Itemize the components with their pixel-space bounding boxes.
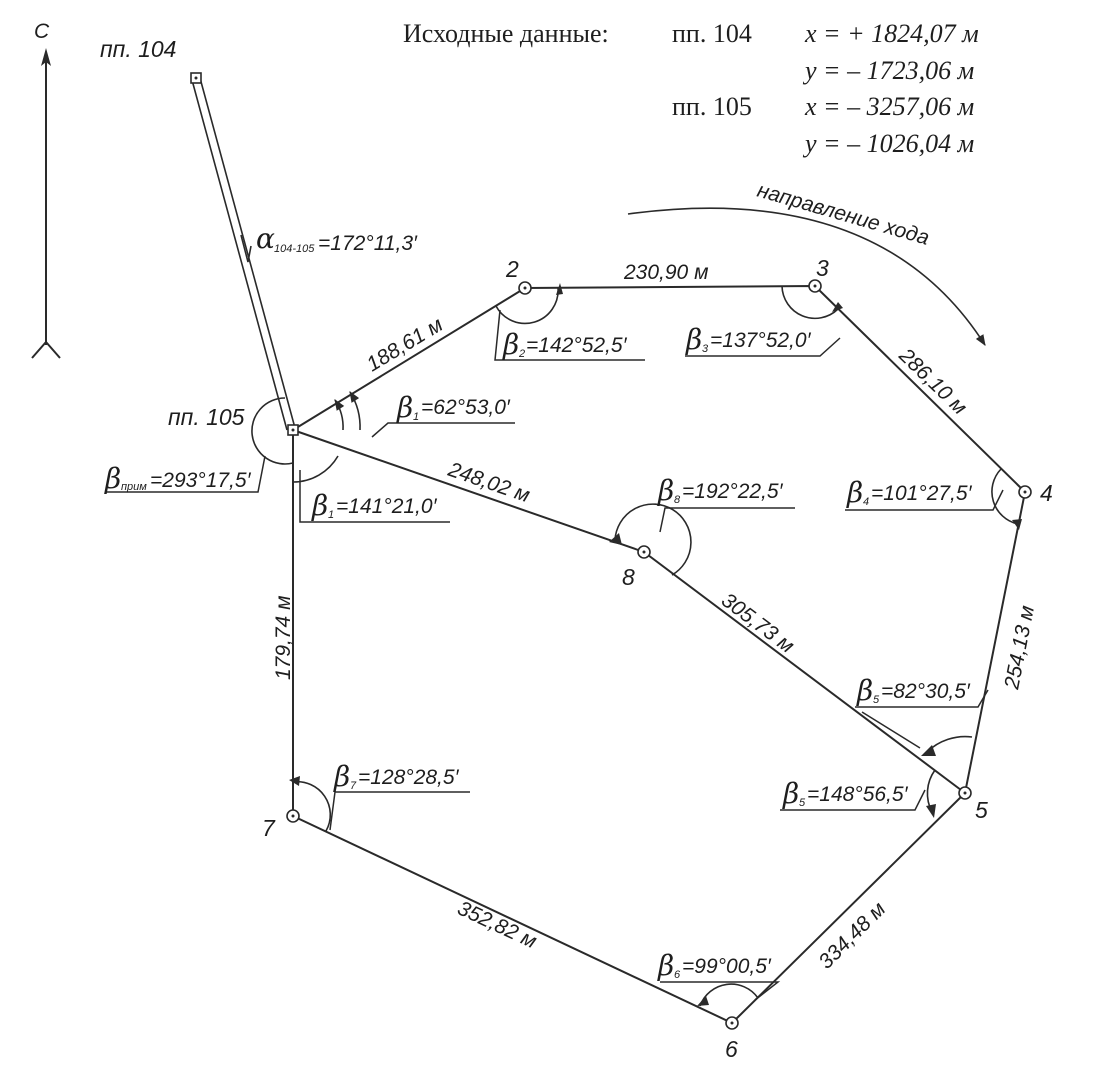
svg-text:=172°11,3′: =172°11,3′ — [318, 232, 418, 255]
p104-label: пп. 104 — [672, 19, 752, 48]
svg-text:4: 4 — [1040, 480, 1053, 506]
distance-labels: 188,61 м 230,90 м 286,10 м 254,13 м 305,… — [272, 261, 1039, 974]
alpha-label: α 104-105 =172°11,3′ — [256, 222, 418, 255]
svg-text:β: β — [657, 474, 674, 507]
station-p104-label: пп. 104 — [100, 36, 176, 62]
svg-text:β: β — [104, 462, 121, 495]
angle-label-beta3: β 3 =137°52,0′ — [685, 323, 841, 357]
distance-4-5: 254,13 м — [1000, 604, 1039, 692]
distance-105-2: 188,61 м — [363, 313, 447, 376]
svg-text:β: β — [396, 391, 413, 424]
station-3: 3 — [808, 255, 829, 293]
angle-label-beta8: β 8 =192°22,5′ — [657, 474, 795, 533]
svg-text:1: 1 — [328, 509, 334, 521]
svg-text:8: 8 — [622, 564, 635, 590]
station-6: 6 — [725, 1016, 739, 1062]
svg-text:104-105: 104-105 — [274, 243, 315, 255]
svg-text:=192°22,5′: =192°22,5′ — [682, 480, 784, 503]
distance-6-7: 352,82 м — [454, 897, 540, 954]
angle-labels: β прим =293°17,5′ β 1 =62°53,0′ β 1 =141… — [104, 309, 1004, 1001]
svg-text:4: 4 — [863, 496, 869, 508]
svg-text:8: 8 — [674, 494, 681, 506]
station-p105-label: пп. 105 — [168, 404, 245, 430]
svg-text:β: β — [502, 328, 519, 361]
svg-text:7: 7 — [350, 780, 357, 792]
distance-3-4: 286,10 м — [894, 343, 971, 419]
svg-text:β: β — [782, 777, 799, 810]
initial-data-block: Исходные данные: пп. 104 x = + 1824,07 м… — [403, 19, 979, 158]
station-5: 5 — [958, 786, 988, 823]
initial-side-104-105: пп. 104 α 104-105 =172°11,3′ — [100, 36, 418, 431]
angle-arcs — [251, 283, 1022, 1007]
svg-text:=128°28,5′: =128°28,5′ — [358, 766, 460, 789]
distance-7-105: 179,74 м — [272, 596, 295, 680]
p104-y: y = – 1723,06 м — [802, 56, 974, 85]
angle-label-beta1-lower: β 1 =141°21,0′ — [299, 470, 450, 523]
north-arrow: С — [31, 20, 61, 359]
svg-text:=62°53,0′: =62°53,0′ — [421, 396, 511, 419]
svg-text:6: 6 — [725, 1036, 738, 1062]
svg-text:прим: прим — [121, 481, 147, 493]
svg-text:β: β — [685, 323, 702, 356]
svg-text:3: 3 — [816, 255, 829, 281]
svg-text:=82°30,5′: =82°30,5′ — [881, 680, 971, 703]
station-8: 8 — [622, 545, 651, 590]
angle-label-beta4: β 4 =101°27,5′ — [845, 476, 1004, 511]
station-p105: пп. 105 — [168, 404, 299, 436]
svg-text:=293°17,5′: =293°17,5′ — [150, 469, 252, 492]
station-2: 2 — [505, 256, 532, 295]
stations: пп. 105 2 3 4 5 6 7 — [168, 255, 1053, 1062]
svg-text:β: β — [856, 674, 873, 707]
station-7: 7 — [262, 809, 300, 841]
p104-x: x = + 1824,07 м — [804, 19, 979, 48]
svg-text:β: β — [846, 476, 863, 509]
svg-text:1: 1 — [413, 411, 419, 423]
north-label: С — [34, 20, 50, 43]
svg-text:6: 6 — [674, 969, 681, 981]
svg-text:2: 2 — [518, 348, 525, 360]
distance-2-3: 230,90 м — [623, 261, 708, 284]
angle-label-prim: β прим =293°17,5′ — [104, 455, 266, 495]
svg-text:=141°21,0′: =141°21,0′ — [336, 495, 438, 518]
distance-8-5: 305,73 м — [717, 589, 798, 658]
angle-label-beta2: β 2 =142°52,5′ — [494, 309, 645, 361]
svg-text:=137°52,0′: =137°52,0′ — [710, 329, 812, 352]
svg-text:2: 2 — [505, 256, 519, 282]
angle-label-beta5-upper: β 5 =82°30,5′ — [855, 674, 989, 749]
svg-text:β: β — [311, 489, 328, 522]
svg-text:3: 3 — [702, 343, 709, 355]
svg-text:=148°56,5′: =148°56,5′ — [807, 783, 909, 806]
svg-text:=101°27,5′: =101°27,5′ — [871, 482, 973, 505]
angle-label-beta5-lower: β 5 =148°56,5′ — [780, 777, 926, 811]
svg-text:5: 5 — [873, 694, 880, 706]
svg-text:=142°52,5′: =142°52,5′ — [526, 334, 628, 357]
svg-text:7: 7 — [262, 815, 276, 841]
angle-label-beta1-upper: β 1 =62°53,0′ — [371, 391, 515, 438]
p105-y: y = – 1026,04 м — [802, 129, 974, 158]
svg-text:=99°00,5′: =99°00,5′ — [682, 955, 772, 978]
distance-5-6: 334,48 м — [814, 898, 890, 974]
svg-text:α: α — [256, 222, 275, 255]
angle-label-beta6: β 6 =99°00,5′ — [657, 949, 781, 1001]
svg-text:β: β — [333, 760, 350, 793]
svg-text:5: 5 — [799, 797, 806, 809]
station-4: 4 — [1018, 480, 1053, 506]
p105-x: x = – 3257,06 м — [804, 92, 974, 121]
p105-label: пп. 105 — [672, 92, 752, 121]
initial-data-heading: Исходные данные: — [403, 19, 609, 48]
svg-text:5: 5 — [975, 797, 988, 823]
distance-105-8: 248,02 м — [444, 458, 532, 508]
angle-label-beta7: β 7 =128°28,5′ — [329, 760, 470, 831]
svg-text:β: β — [657, 949, 674, 982]
